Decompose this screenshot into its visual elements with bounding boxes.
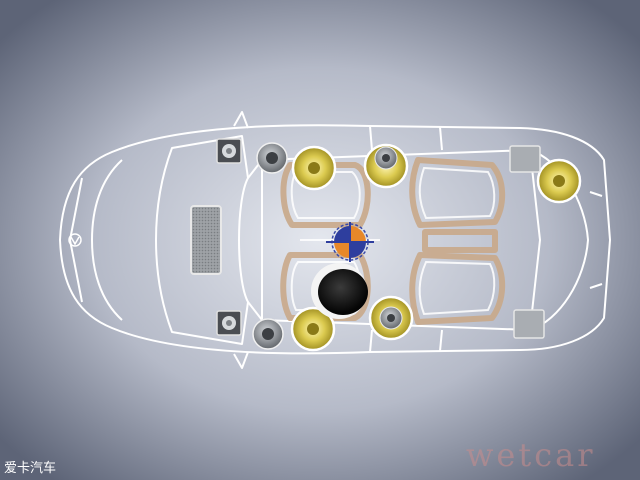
midrange-front-left xyxy=(256,142,288,174)
midrange-front-right xyxy=(252,318,284,350)
woofer-rear-deck xyxy=(536,158,582,204)
front-badge xyxy=(68,233,82,247)
rear-bench-right xyxy=(409,252,506,325)
rear-center xyxy=(422,229,498,253)
rear-panel-left xyxy=(509,145,541,173)
front-seat-left xyxy=(280,162,371,228)
woofer-front-door-right xyxy=(290,306,336,352)
center-logo xyxy=(326,222,374,262)
subwoofer xyxy=(311,263,368,319)
front-seat-right xyxy=(280,252,371,321)
watermark-text: wetcar xyxy=(466,436,595,474)
caption-text: 爱卡汽车 xyxy=(4,460,56,476)
rear-bench-left xyxy=(409,157,506,228)
woofer-rear-door-left xyxy=(363,143,409,189)
woofer-rear-door-right xyxy=(368,295,414,341)
car-outline xyxy=(59,111,611,369)
woofer-front-door-left xyxy=(291,145,337,191)
tweeter-front-left xyxy=(216,138,242,164)
front-dash-speaker-grille xyxy=(190,205,222,275)
seats xyxy=(280,157,506,325)
rear-panel-right xyxy=(513,309,545,339)
tweeter-front-right xyxy=(216,310,242,336)
